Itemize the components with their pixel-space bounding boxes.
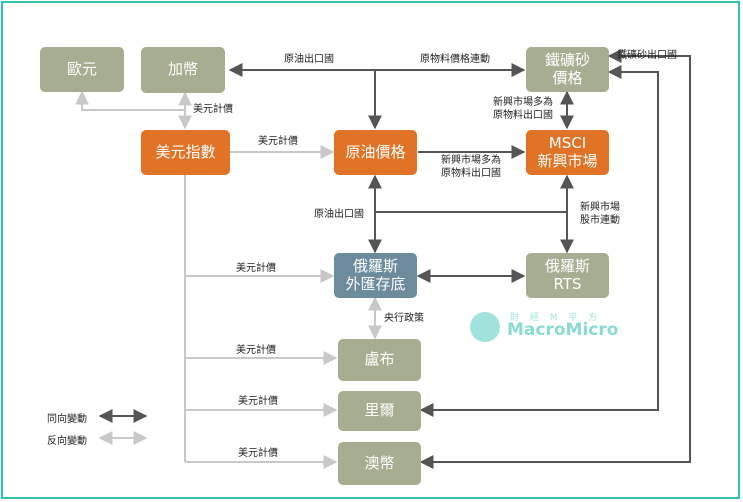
node-cad-label: 加幣 bbox=[167, 60, 198, 79]
label-iron-exporter: 鐵礦砂出口國 bbox=[617, 50, 677, 61]
legend-same-label: 同向變動 bbox=[47, 414, 87, 425]
node-msci: MSCI 新興市場 bbox=[526, 130, 609, 175]
node-ruble-label: 盧布 bbox=[364, 350, 395, 369]
opposite-direction-links bbox=[75, 90, 382, 469]
watermark-brand: MacroMicro bbox=[507, 320, 619, 340]
node-aud: 澳幣 bbox=[338, 442, 421, 485]
node-dxy: 美元指數 bbox=[141, 130, 230, 175]
node-cad: 加幣 bbox=[141, 47, 225, 93]
link-iron-aud bbox=[419, 49, 691, 469]
node-rial: 里爾 bbox=[338, 391, 421, 431]
label-usd-pricing-aud: 美元計價 bbox=[238, 448, 278, 459]
node-oil-label: 原油價格 bbox=[345, 142, 406, 161]
label-oil-exporter-mid: 原油出口國 bbox=[314, 209, 364, 220]
node-rial-label: 里爾 bbox=[364, 401, 395, 420]
label-usd-pricing-dxy-oil: 美元計價 bbox=[258, 136, 298, 147]
legend-lines bbox=[98, 409, 148, 445]
label-oil-exporter-top: 原油出口國 bbox=[284, 54, 334, 65]
watermark-sub: 財 經 M 平 方 bbox=[510, 313, 602, 323]
label-em-raw-material-mid: 新興市場多為 原物料出口國 bbox=[441, 155, 501, 179]
node-euro-label: 歐元 bbox=[66, 59, 97, 78]
node-iron-ore: 鐵礦砂 價格 bbox=[526, 47, 609, 92]
label-em-stock-linkage: 新興市場 股市連動 bbox=[580, 202, 620, 226]
label-usd-pricing-ruble: 美元計價 bbox=[236, 345, 276, 356]
macromicro-logo-icon bbox=[470, 312, 500, 342]
label-usd-pricing-rial: 美元計價 bbox=[238, 396, 278, 407]
same-direction-links bbox=[228, 49, 691, 469]
node-dxy-label: 美元指數 bbox=[155, 142, 216, 161]
node-rts: 俄羅斯 RTS bbox=[526, 253, 609, 298]
node-oil: 原油價格 bbox=[334, 130, 417, 175]
node-euro: 歐元 bbox=[40, 47, 124, 92]
node-russia-fx-label: 俄羅斯 外匯存底 bbox=[345, 257, 406, 293]
label-raw-material-linkage: 原物料價格連動 bbox=[420, 54, 490, 65]
label-em-raw-material-up: 新興市場多為 原物料出口國 bbox=[493, 97, 553, 121]
node-msci-label: MSCI 新興市場 bbox=[537, 134, 598, 170]
node-aud-label: 澳幣 bbox=[364, 453, 395, 472]
legend-opposite-label: 反向變動 bbox=[47, 436, 87, 447]
node-russia-fx: 俄羅斯 外匯存底 bbox=[334, 253, 417, 298]
label-usd-pricing-top: 美元計價 bbox=[193, 104, 233, 115]
node-iron-ore-label: 鐵礦砂 價格 bbox=[544, 51, 590, 87]
label-central-bank-policy: 央行政策 bbox=[384, 313, 424, 324]
node-rts-label: 俄羅斯 RTS bbox=[544, 257, 590, 293]
node-ruble: 盧布 bbox=[338, 339, 421, 381]
link-euro-cad bbox=[75, 90, 185, 111]
label-usd-pricing-russia: 美元計價 bbox=[236, 263, 276, 274]
link-iron-rial bbox=[419, 65, 659, 417]
